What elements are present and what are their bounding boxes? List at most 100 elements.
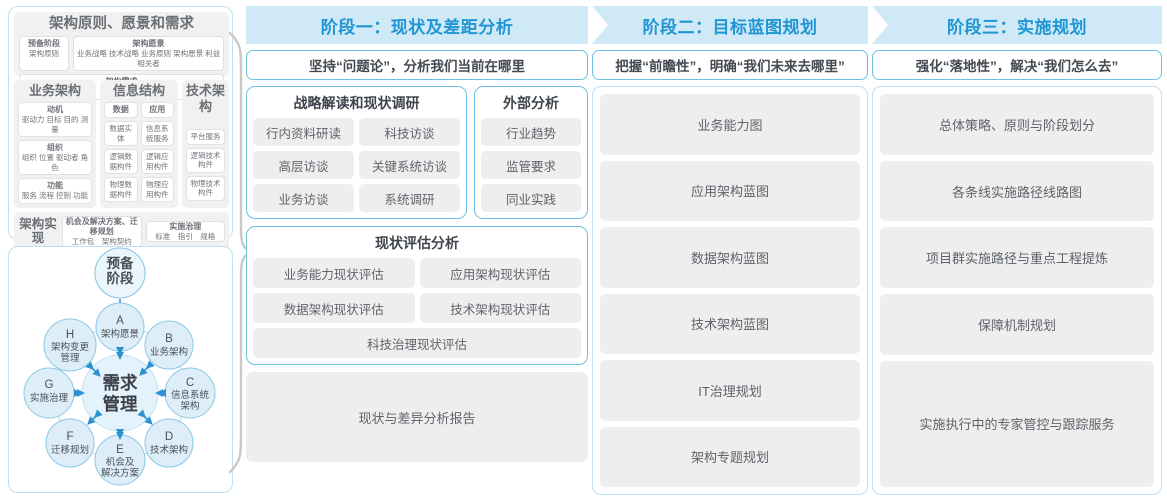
tile-technology-architecture-assessment[interactable]: 技术架构现状评估 [419,293,581,323]
physical-technology-component-box: 物理技术构件 [186,175,225,201]
opportunity-migration-box: 机会及解决方案、迁移规划 工作包 架构契约 [62,215,142,247]
current-state-assessment-tiles: 业务能力现状评估 应用架构现状评估 数据架构现状评估 技术架构现状评估 [253,258,581,323]
cycle-node-e-label-2: 解决方案 [101,467,140,479]
cycle-node-b-key: B [165,333,173,345]
item-technology-architecture-blueprint[interactable]: 技术架构蓝图 [600,293,860,354]
item-application-architecture-blueprint[interactable]: 应用架构蓝图 [600,160,860,221]
cycle-node-b-label: 业务架构 [150,346,188,358]
cycle-node-f-key: F [66,431,73,443]
cycle-node-c-label-1: 信息系统 [171,389,210,401]
cycle-node-g-key: G [45,379,54,391]
cycle-node-a-key: A [116,315,124,327]
adm-cycle-panel: 预备 阶段 需求 管理 A 架构愿景 B 业务架构 [8,246,233,493]
phase-3-subtitle: 强化“落地性”，解决“我们怎么去” [872,50,1162,80]
architecture-realization-label: 架构实现 [19,217,57,246]
information-system-service-box: 信息系统服务 [140,121,174,146]
item-it-governance-planning[interactable]: IT治理规划 [600,360,860,421]
cycle-node-d-key: D [165,431,173,443]
phase-2-subtitle-text: 把握“前瞻性”，明确“我们未来去哪里” [615,59,845,74]
logical-technology-component-box: 逻辑技术构件 [186,147,225,173]
item-assurance-mechanism-planning[interactable]: 保障机制规划 [880,294,1154,355]
architecture-vision-title: 架构愿景 [132,39,165,48]
strategy-research-tiles: 行内资料研读 科技访谈 高层访谈 关键系统访谈 业务访谈 系统调研 [253,118,460,212]
tile-regulatory-requirement[interactable]: 监管要求 [481,151,581,179]
phase-3-subtitle-text: 强化“落地性”，解决“我们怎么去” [915,59,1119,74]
cycle-node-f [45,418,95,468]
architecture-vision-sub: 业务战略 技术战略 业务原则 架构愿景 利益相关者 [76,49,221,68]
item-data-architecture-blueprint[interactable]: 数据架构蓝图 [600,227,860,288]
cycle-arrow-f [87,409,103,425]
information-structure-column: 信息结构 数据 数据实体 逻辑数据构件 [100,80,178,208]
data-subcolumn: 数据 数据实体 逻辑数据构件 物理数据构件 [104,102,138,202]
physical-data-component-box: 物理数据构件 [104,177,138,202]
prep-stage-title: 预备阶段 [28,39,60,48]
platform-service-box: 平台服务 [186,129,225,145]
cycle-node-h-label-2: 管理 [60,352,80,364]
phase-1-subtitle-text: 坚持“问题论”，分析我们当前在哪里 [309,59,525,74]
cycle-node-e-label-1: 机会及 [106,456,135,468]
architecture-vision-cell: 架构愿景 业务战略 技术战略 业务原则 架构愿景 利益相关者 [73,36,224,71]
application-header-box: 应用 [140,102,174,118]
tile-peer-practice[interactable]: 同业实践 [481,184,581,212]
tile-business-capability-assessment[interactable]: 业务能力现状评估 [253,258,415,288]
item-program-roadmap-key-projects[interactable]: 项目群实施路径与重点工程提炼 [880,227,1154,289]
tile-internal-material-study[interactable]: 行内资料研读 [253,118,354,146]
architecture-domain-columns: 业务架构 动机 驱动力 目标 目的 测量 组织 组织 位置 驱动者 角色 功能 [14,80,229,208]
phase-2-subtitle: 把握“前瞻性”，明确“我们未来去哪里” [592,50,868,80]
cycle-node-g-label: 实施治理 [30,392,69,404]
phase-2-header: 阶段二：目标蓝图规划 [592,6,868,44]
phase-3: 阶段三：实施规划 强化“落地性”，解决“我们怎么去” 总体策略、原则与阶段划分 … [872,6,1162,495]
item-overall-strategy-principles-phases[interactable]: 总体策略、原则与阶段划分 [880,94,1154,155]
cycle-node-h-key: H [66,329,74,341]
tile-key-system-interview[interactable]: 关键系统访谈 [359,151,460,179]
phase-1: 阶段一：现状及差距分析 坚持“问题论”，分析我们当前在哪里 战略解读和现状调研 … [246,6,588,495]
cycle-prep-label-1: 预备 [107,255,134,271]
tile-business-interview[interactable]: 业务访谈 [253,184,354,212]
phase-1-top-row: 战略解读和现状调研 行内资料研读 科技访谈 高层访谈 关键系统访谈 业务访谈 系… [246,86,588,219]
tile-industry-trend[interactable]: 行业趋势 [481,118,581,146]
adm-cycle-svg: 预备 阶段 需求 管理 A 架构愿景 B 业务架构 [23,247,216,486]
phase-3-header-text: 阶段三：实施规划 [947,17,1087,37]
logical-data-component-box: 逻辑数据构件 [104,149,138,174]
cycle-arrow-d [137,409,153,425]
data-entity-box: 数据实体 [104,121,138,146]
tile-data-architecture-assessment[interactable]: 数据架构现状评估 [253,293,415,323]
external-analysis-title: 外部分析 [503,95,559,111]
function-box: 功能 服务 流程 控制 功能 [18,178,92,204]
tile-tech-interview[interactable]: 科技访谈 [359,118,460,146]
physical-application-component-box: 物理应用构件 [140,177,174,202]
cycle-node-c-key: C [186,377,194,389]
tile-application-architecture-assessment[interactable]: 应用架构现状评估 [419,258,581,288]
external-analysis-card: 外部分析 行业趋势 监管要求 同业实践 [474,86,588,219]
tile-tech-governance-assessment[interactable]: 科技治理现状评估 [253,328,581,358]
phase-2-header-text: 阶段二：目标蓝图规划 [642,17,818,37]
item-line-implementation-roadmap[interactable]: 各条线实施路径线路图 [880,160,1154,222]
cycle-center-label-2: 管理 [103,394,138,414]
cycle-node-a [95,302,145,352]
cycle-node-a-label: 架构愿景 [101,328,139,340]
technology-architecture-title: 技术架构 [186,83,226,114]
application-subcolumn: 应用 信息系统服务 逻辑应用构件 物理应用构件 [140,102,174,202]
cycle-node-c-label-2: 架构 [180,400,199,412]
phase-2: 阶段二：目标蓝图规划 把握“前瞻性”，明确“我们未来去哪里” 业务能力图 应用架… [592,6,868,495]
item-architecture-topic-planning[interactable]: 架构专题规划 [600,426,860,487]
tile-executive-interview[interactable]: 高层访谈 [253,151,354,179]
item-expert-control-tracking-service[interactable]: 实施执行中的专家管控与跟踪服务 [880,360,1154,487]
phase-1-body: 战略解读和现状调研 行内资料研读 科技访谈 高层访谈 关键系统访谈 业务访谈 系… [246,86,588,495]
tile-system-research[interactable]: 系统调研 [359,184,460,212]
motivation-box: 动机 驱动力 目标 目的 测量 [18,102,92,137]
strategy-research-card: 战略解读和现状调研 行内资料研读 科技访谈 高层访谈 关键系统访谈 业务访谈 系… [246,86,467,219]
current-state-assessment-card: 现状评估分析 业务能力现状评估 应用架构现状评估 数据架构现状评估 技术架构现状… [246,226,588,365]
implementation-governance-box: 实施治理 标准 指引 规格 [145,220,225,242]
gap-analysis-report[interactable]: 现状与差异分析报告 [246,372,588,462]
cycle-node-h [43,318,97,372]
organization-box: 组织 组织 位置 驱动者 角色 [18,140,92,175]
cycle-prep-label-2: 阶段 [107,270,134,286]
data-header-box: 数据 [104,102,138,118]
item-business-capability-map[interactable]: 业务能力图 [600,94,860,155]
phase-1-header-text: 阶段一：现状及差距分析 [320,17,514,37]
phase-3-list: 总体策略、原则与阶段划分 各条线实施路径线路图 项目群实施路径与重点工程提炼 保… [880,94,1154,487]
external-analysis-tiles: 行业趋势 监管要求 同业实践 [481,118,581,212]
togaf-header-title: 架构原则、愿景和需求 [49,16,194,32]
